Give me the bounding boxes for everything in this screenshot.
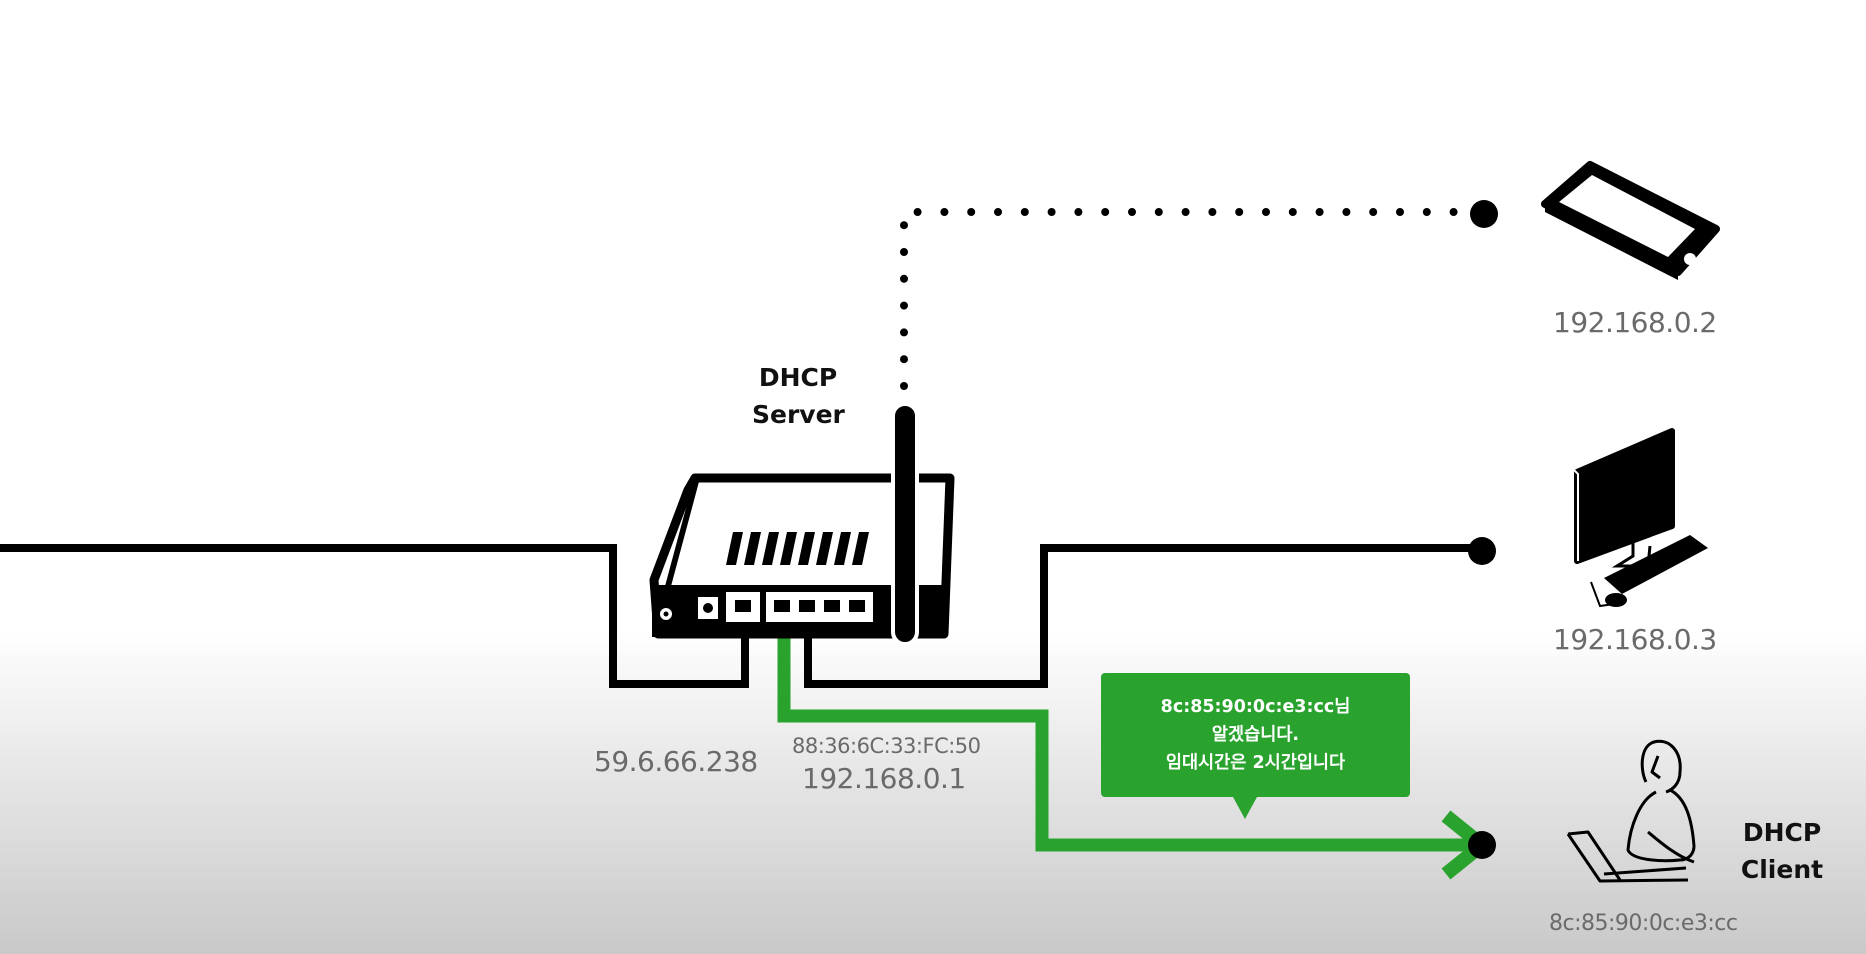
antenna-icon: [891, 402, 919, 646]
lan-cable-desktop: [804, 544, 1483, 688]
endpoint-dot-desktop: [1468, 537, 1496, 565]
client-mac-address: 8c:85:90:0c:e3:cc: [1549, 911, 1738, 936]
message-line1: 8c:85:90:0c:e3:cc님: [1160, 697, 1351, 717]
client-title-line1: DHCP: [1742, 818, 1822, 847]
message-line3: 임대시간은 2시간입니다: [1165, 753, 1346, 773]
desktop-ip: 192.168.0.3: [1553, 623, 1717, 656]
wan-cable: [0, 544, 749, 688]
dhcp-ack-message-bubble: 8c:85:90:0c:e3:cc님 알겠습니다. 임대시간은 2시간입니다: [1101, 673, 1410, 819]
client-title-line2: Client: [1740, 855, 1824, 884]
desktop-computer-icon: [1573, 428, 1708, 608]
client-title: DHCP Client: [1736, 814, 1828, 888]
endpoint-dot-client: [1468, 831, 1496, 859]
client-person-icon: [1566, 739, 1696, 883]
server-mac-address: 88:36:6C:33:FC:50: [792, 734, 981, 758]
wireless-link-phone: [900, 208, 1464, 390]
router-icon: [649, 473, 955, 639]
server-lan-ip: 192.168.0.1: [802, 762, 966, 795]
message-line2: 알겠습니다.: [1211, 725, 1300, 745]
phone-ip: 192.168.0.2: [1553, 306, 1717, 339]
endpoint-dot-phone: [1470, 200, 1498, 228]
server-title-line1: DHCP: [758, 363, 838, 392]
dhcp-ack-path: [777, 606, 1470, 852]
server-title: DHCP Server: [752, 359, 845, 433]
server-wan-ip: 59.6.66.238: [594, 745, 758, 778]
server-title-line2: Server: [752, 400, 845, 429]
smartphone-icon: [1541, 161, 1720, 280]
